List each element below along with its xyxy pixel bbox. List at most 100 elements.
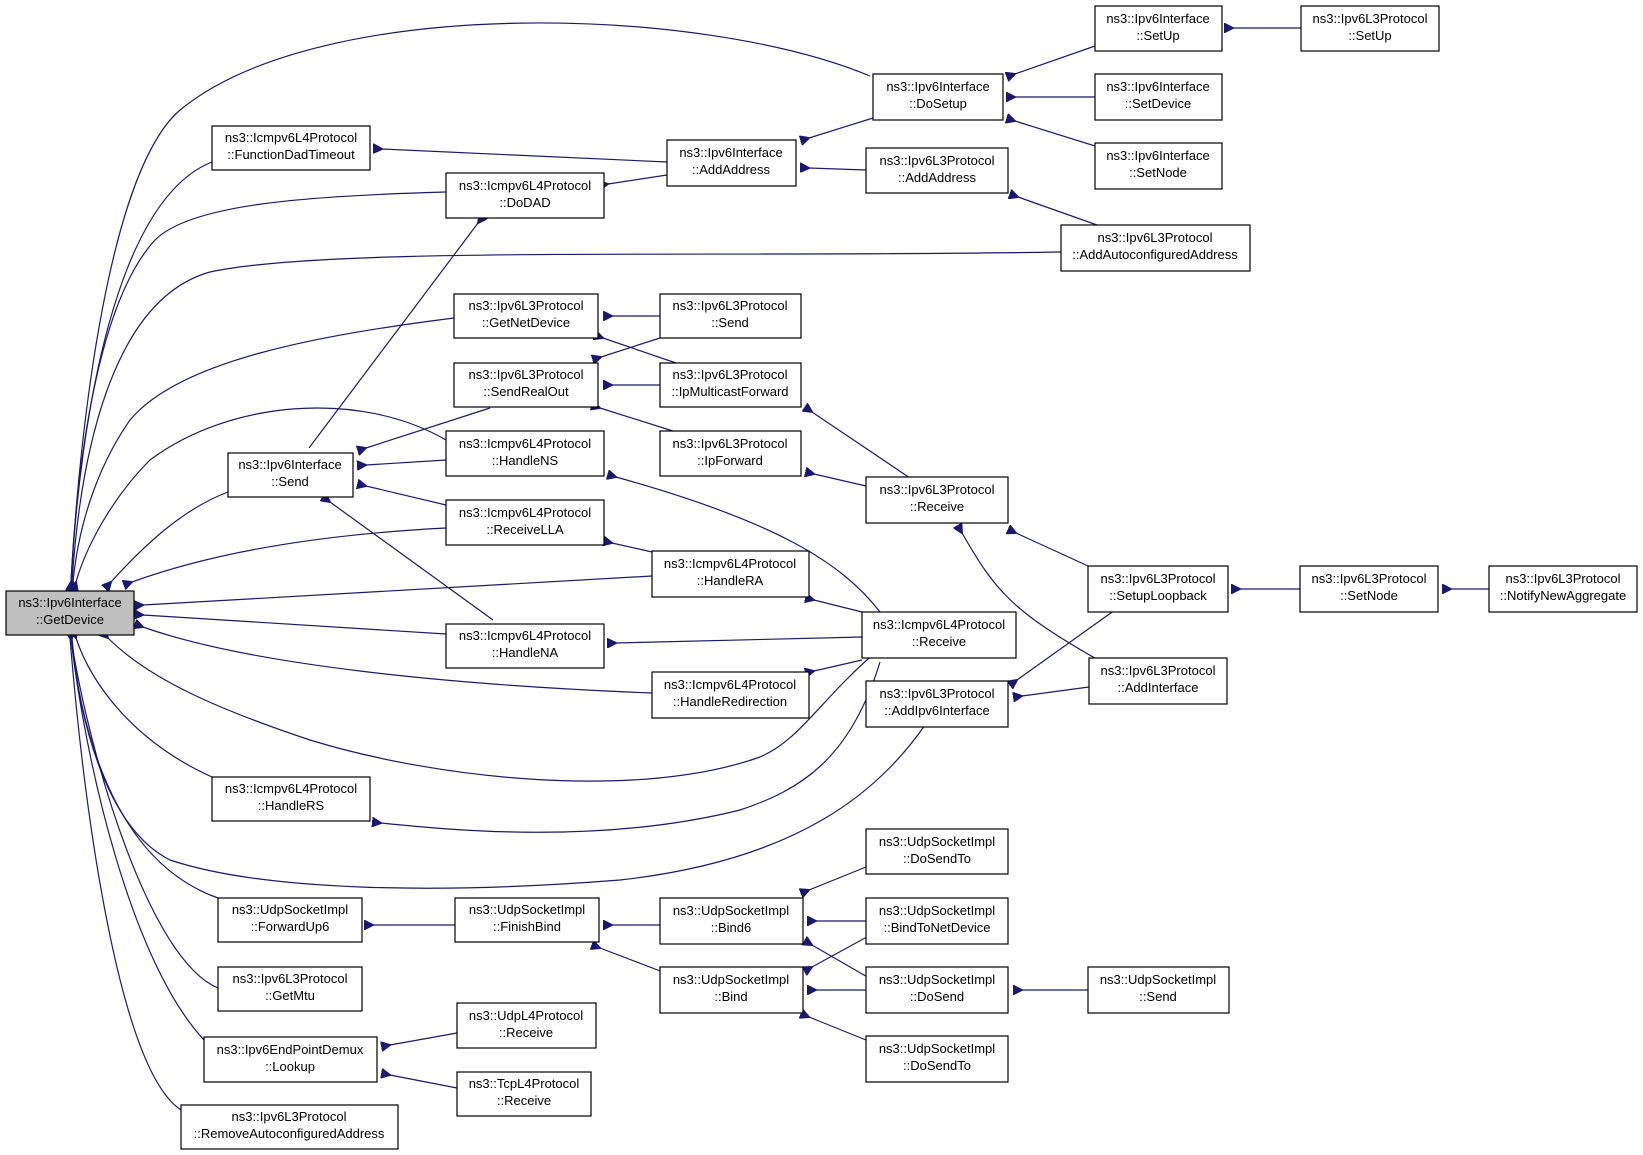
node-l3-addaddress[interactable]: ns3::Ipv6L3Protocol ::AddAddress [865, 147, 1009, 194]
edge-add-autoconf-to-l3-addaddress [1018, 197, 1098, 226]
node-notify-new-agg-method: ::NotifyNewAggregate [1500, 588, 1626, 603]
node-if-addaddress[interactable]: ns3::Ipv6Interface ::AddAddress [666, 139, 797, 187]
node-function-dad-timeout[interactable]: ns3::Icmpv6L4Protocol ::FunctionDadTimeo… [211, 125, 371, 171]
node-lookup-class: ns3::Ipv6EndPointDemux [217, 1042, 364, 1057]
node-handle-ns[interactable]: ns3::Icmpv6L4Protocol ::HandleNS [445, 430, 605, 477]
edge-get-mtu-to-getdevice [71, 638, 219, 989]
node-receive-lla-method: ::ReceiveLLA [486, 522, 564, 537]
edge-handle-ra-to-receive-lla [612, 543, 653, 553]
edge-add-autoconf-to-getdevice [72, 251, 1062, 582]
node-if-setup-method: ::SetUp [1136, 28, 1179, 43]
node-dosendto2[interactable]: ns3::UdpSocketImpl ::DoSendTo [865, 1035, 1009, 1083]
node-ip-mcast-fwd[interactable]: ns3::Ipv6L3Protocol ::IpMulticastForward [659, 362, 802, 408]
node-dodad[interactable]: ns3::Icmpv6L4Protocol ::DoDAD [445, 172, 605, 219]
node-sendrealout-method: ::SendRealOut [483, 384, 569, 399]
node-bind-to-netdev[interactable]: ns3::UdpSocketImpl ::BindToNetDevice [865, 897, 1009, 945]
node-if-setnode[interactable]: ns3::Ipv6Interface ::SetNode [1094, 142, 1223, 190]
node-getnetdevice-class: ns3::Ipv6L3Protocol [469, 298, 584, 313]
node-notify-new-agg[interactable]: ns3::Ipv6L3Protocol ::NotifyNewAggregate [1488, 565, 1638, 613]
node-dosetup-method: ::DoSetup [909, 96, 967, 111]
node-fwd-up6-class: ns3::UdpSocketImpl [232, 902, 348, 917]
edge-receive-lla-to-getdevice [132, 527, 447, 582]
node-remove-autoconf-class: ns3::Ipv6L3Protocol [232, 1109, 347, 1124]
node-sendrealout[interactable]: ns3::Ipv6L3Protocol ::SendRealOut [453, 362, 599, 408]
node-if-addaddress-class: ns3::Ipv6Interface [679, 145, 782, 160]
node-getdevice[interactable]: ns3::Ipv6Interface ::GetDevice [5, 590, 135, 636]
node-ip-mcast-fwd-method: ::IpMulticastForward [671, 384, 788, 399]
node-receive-lla-class: ns3::Icmpv6L4Protocol [459, 505, 591, 520]
node-notify-new-agg-class: ns3::Ipv6L3Protocol [1506, 571, 1621, 586]
node-handle-rs-class: ns3::Icmpv6L4Protocol [225, 781, 357, 796]
node-l3-setnode[interactable]: ns3::Ipv6L3Protocol ::SetNode [1299, 565, 1439, 613]
node-add-interface-method: ::AddInterface [1118, 680, 1199, 695]
node-handle-na[interactable]: ns3::Icmpv6L4Protocol ::HandleNA [445, 623, 605, 669]
edge-icmp-receive-to-handle-ra [814, 600, 863, 613]
edge-if-setnode-to-dosetup [1015, 121, 1096, 147]
node-l3-setup[interactable]: ns3::Ipv6L3Protocol ::SetUp [1300, 5, 1440, 52]
node-if-setdevice[interactable]: ns3::Ipv6Interface ::SetDevice [1094, 73, 1223, 121]
node-lookup[interactable]: ns3::Ipv6EndPointDemux ::Lookup [203, 1036, 378, 1083]
node-handle-rs-method: ::HandleRS [258, 798, 325, 813]
node-lookup-method: ::Lookup [265, 1059, 315, 1074]
edge-handle-redirection-to-getdevice [143, 627, 653, 694]
node-tcp4-receive-class: ns3::TcpL4Protocol [469, 1076, 580, 1091]
node-setup-loopback-method: ::SetupLoopback [1109, 588, 1207, 603]
node-udp4-receive-method: ::Receive [499, 1025, 553, 1040]
node-add-interface[interactable]: ns3::Ipv6L3Protocol ::AddInterface [1088, 657, 1228, 705]
node-add-ipv6if-class: ns3::Ipv6L3Protocol [880, 686, 995, 701]
node-ip-mcast-fwd-class: ns3::Ipv6L3Protocol [673, 367, 788, 382]
edges [70, 22, 1489, 1111]
node-if-setup[interactable]: ns3::Ipv6Interface ::SetUp [1094, 5, 1223, 52]
edge-icmp-receive-to-handle-redirection [814, 659, 863, 671]
node-ipv6if-send-class: ns3::Ipv6Interface [238, 457, 341, 472]
node-ipv6if-send-method: ::Send [271, 474, 309, 489]
node-ipv6if-send[interactable]: ns3::Ipv6Interface ::Send [227, 452, 354, 498]
node-l3-send[interactable]: ns3::Ipv6L3Protocol ::Send [659, 293, 802, 339]
node-bind[interactable]: ns3::UdpSocketImpl ::Bind [659, 966, 804, 1014]
edge-icmp-receive-to-handle-na [616, 636, 863, 643]
node-l3-addaddress-class: ns3::Ipv6L3Protocol [880, 153, 995, 168]
node-get-mtu-class: ns3::Ipv6L3Protocol [233, 971, 348, 986]
node-remove-autoconf[interactable]: ns3::Ipv6L3Protocol ::RemoveAutoconfigur… [180, 1104, 399, 1150]
node-tcp4-receive[interactable]: ns3::TcpL4Protocol ::Receive [456, 1071, 592, 1117]
node-add-autoconf-class: ns3::Ipv6L3Protocol [1098, 230, 1213, 245]
node-fwd-up6-method: ::ForwardUp6 [251, 919, 330, 934]
node-icmp-receive[interactable]: ns3::Icmpv6L4Protocol ::Receive [861, 611, 1017, 659]
node-fwd-up6[interactable]: ns3::UdpSocketImpl ::ForwardUp6 [217, 897, 363, 943]
edge-dosetup-to-getdevice [71, 22, 871, 582]
node-handle-rs[interactable]: ns3::Icmpv6L4Protocol ::HandleRS [211, 776, 371, 822]
node-function-dad-timeout-class: ns3::Icmpv6L4Protocol [225, 130, 357, 145]
node-bind6-method: ::Bind6 [711, 920, 751, 935]
node-finish-bind-method: ::FinishBind [493, 919, 561, 934]
node-dodad-class: ns3::Icmpv6L4Protocol [459, 178, 591, 193]
node-add-ipv6if[interactable]: ns3::Ipv6L3Protocol ::AddIpv6Interface [865, 680, 1009, 728]
node-finish-bind[interactable]: ns3::UdpSocketImpl ::FinishBind [454, 897, 600, 943]
node-dosetup[interactable]: ns3::Ipv6Interface ::DoSetup [872, 73, 1004, 121]
node-ip-forward[interactable]: ns3::Ipv6L3Protocol ::IpForward [659, 430, 802, 477]
node-add-autoconf[interactable]: ns3::Ipv6L3Protocol ::AddAutoconfiguredA… [1060, 224, 1251, 272]
edge-dosendto2-to-bind [809, 1017, 867, 1041]
node-setup-loopback[interactable]: ns3::Ipv6L3Protocol ::SetupLoopback [1087, 565, 1229, 613]
node-get-mtu[interactable]: ns3::Ipv6L3Protocol ::GetMtu [217, 966, 363, 1012]
node-tcp4-receive-method: ::Receive [497, 1093, 551, 1108]
node-dosend[interactable]: ns3::UdpSocketImpl ::DoSend [865, 966, 1009, 1014]
node-if-setnode-method: ::SetNode [1129, 165, 1187, 180]
node-dosend-method: ::DoSend [910, 989, 964, 1004]
edge-udp4-receive-to-lookup [390, 1032, 458, 1045]
edge-handle-ns-to-getdevice [76, 407, 447, 582]
node-if-setdevice-method: ::SetDevice [1125, 96, 1191, 111]
edge-sendrealout-to-ipv6if-send [366, 407, 491, 448]
edge-lookup-to-getdevice [71, 638, 205, 1041]
node-handle-ra[interactable]: ns3::Icmpv6L4Protocol ::HandleRA [651, 550, 810, 598]
node-udp4-receive[interactable]: ns3::UdpL4Protocol ::Receive [456, 1002, 597, 1049]
node-receive-lla[interactable]: ns3::Icmpv6L4Protocol ::ReceiveLLA [445, 499, 605, 546]
node-l3-receive[interactable]: ns3::Ipv6L3Protocol ::Receive [865, 476, 1009, 524]
node-udp-send-method: ::Send [1139, 989, 1177, 1004]
node-bind-to-netdev-method: ::BindToNetDevice [884, 920, 991, 935]
node-bind6[interactable]: ns3::UdpSocketImpl ::Bind6 [659, 897, 804, 945]
node-dosendto1[interactable]: ns3::UdpSocketImpl ::DoSendTo [865, 828, 1009, 875]
node-getnetdevice[interactable]: ns3::Ipv6L3Protocol ::GetNetDevice [453, 293, 599, 339]
edge-dosendto1-to-bind6 [809, 866, 867, 890]
node-udp-send[interactable]: ns3::UdpSocketImpl ::Send [1087, 966, 1230, 1014]
node-handle-redirection[interactable]: ns3::Icmpv6L4Protocol ::HandleRedirectio… [651, 671, 810, 719]
